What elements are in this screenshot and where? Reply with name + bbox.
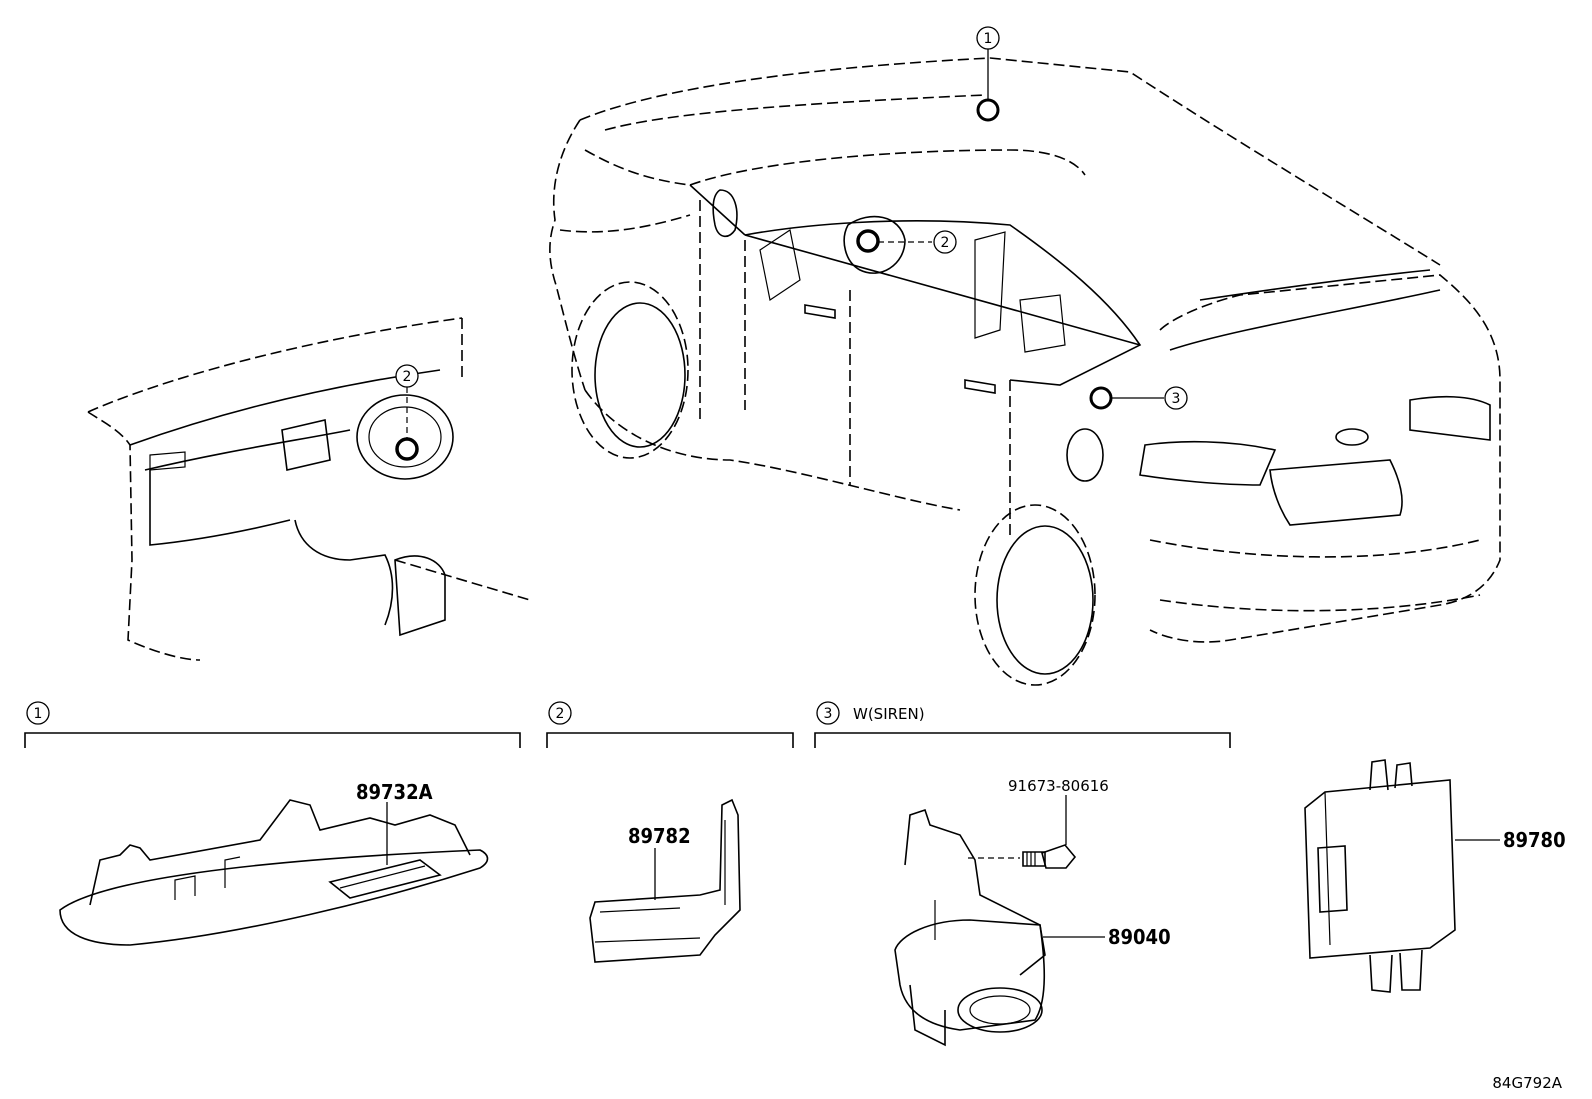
- figure-code: 84G792A: [1492, 1074, 1562, 1092]
- callout-2-circle: [933, 230, 957, 254]
- section-2-header: 2: [546, 701, 794, 748]
- callout-1-group: 1: [976, 26, 1000, 122]
- dashboard-illustration: [87, 317, 531, 661]
- location-marker-3: [1089, 386, 1113, 410]
- part-89782-illustration: [589, 798, 741, 963]
- part-label-91673-80616: 91673-80616: [1008, 777, 1109, 795]
- section-3-marker: 3: [824, 706, 833, 722]
- vehicle-illustration: [549, 57, 1501, 686]
- part-89780-illustration: [1304, 759, 1456, 993]
- callout-2-inset-number: 2: [403, 369, 412, 385]
- section-1-marker: 1: [34, 706, 43, 722]
- part-label-89732a: 89732A: [356, 780, 433, 804]
- location-marker-2: [856, 229, 880, 253]
- part-label-89782: 89782: [628, 824, 691, 848]
- part-89732a-illustration: [59, 799, 489, 946]
- callout-2-number: 2: [941, 235, 950, 251]
- section-2-marker: 2: [556, 706, 565, 722]
- part-89040-illustration: [894, 808, 1046, 1047]
- section-1-header: 1: [24, 701, 521, 748]
- callout-3-group: 3: [1089, 386, 1188, 410]
- location-marker-1: [976, 98, 1000, 122]
- part-label-89040: 89040: [1108, 925, 1171, 949]
- callout-3-number: 3: [1172, 391, 1181, 407]
- callout-2-inset-group: 2: [395, 364, 419, 461]
- section-3-header: 3 W(SIREN): [814, 701, 1231, 748]
- callout-3-circle: [1164, 386, 1188, 410]
- section-3-note: W(SIREN): [853, 705, 925, 723]
- callout-2-group: 2: [856, 229, 957, 254]
- location-marker-2-inset: [395, 437, 419, 461]
- part-label-89780: 89780: [1503, 828, 1566, 852]
- part-91673-80616-illustration: [1022, 844, 1077, 869]
- callout-1-number: 1: [984, 31, 993, 47]
